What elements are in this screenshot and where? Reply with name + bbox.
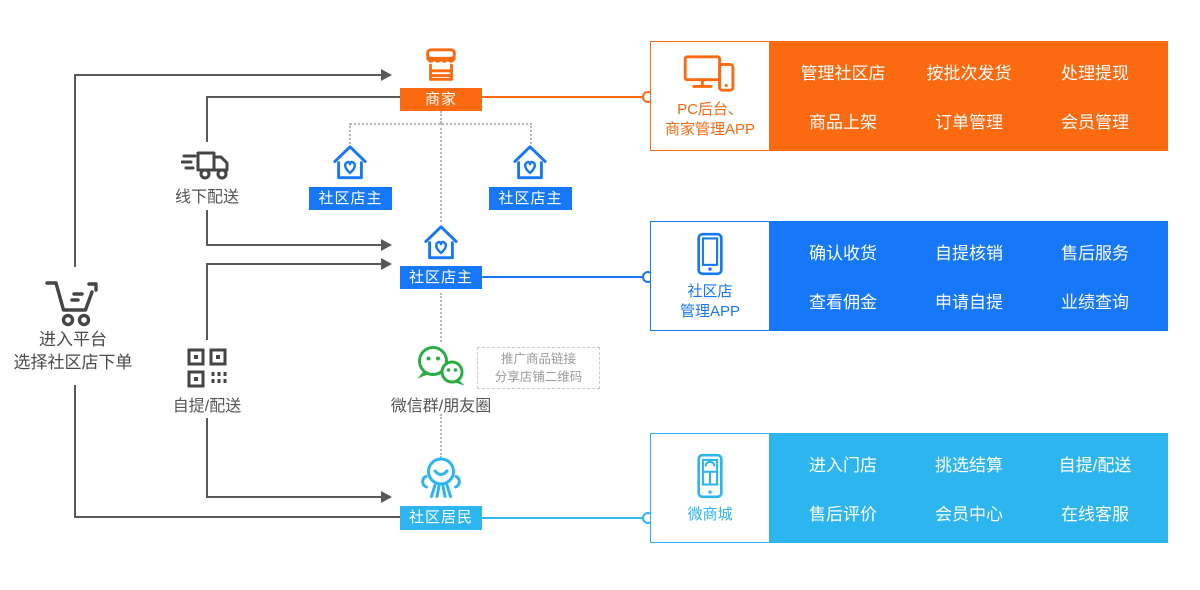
house-heart-icon <box>424 225 458 260</box>
house-heart-icon <box>513 145 547 180</box>
flow-line <box>74 74 381 76</box>
dotted-line <box>440 414 442 458</box>
owner-app-panel-head: 社区店 管理APP <box>650 221 770 331</box>
panel-item: 查看佣金 <box>809 293 877 312</box>
store-icon <box>426 48 456 81</box>
entry-label: 进入平台 选择社区店下单 <box>0 328 146 374</box>
flow-line <box>74 74 76 267</box>
wechat-icon <box>417 346 465 386</box>
owner-top-left-badge: 社区店主 <box>309 187 392 210</box>
mall-panel-items: 进入门店 挑选结算 自提/配送 售后评价 会员中心 在线客服 <box>770 433 1168 543</box>
merchant-panel: PC后台、 商家管理APP 管理社区店 按批次发货 处理提现 商品上架 订单管理… <box>650 41 1168 151</box>
arrow-icon <box>381 491 392 503</box>
panel-item: 会员管理 <box>1061 113 1129 132</box>
panel-title-line: 社区店 <box>687 282 733 300</box>
panel-title-line: 微商城 <box>687 505 733 523</box>
truck-icon <box>181 151 229 180</box>
arrow-icon <box>381 258 392 270</box>
merchant-panel-items: 管理社区店 按批次发货 处理提现 商品上架 订单管理 会员管理 <box>770 41 1168 151</box>
panel-item: 申请自提 <box>935 293 1003 312</box>
panel-item: 处理提现 <box>1061 64 1129 83</box>
panel-item: 按批次发货 <box>926 64 1012 83</box>
panel-item: 自提/配送 <box>1058 456 1132 475</box>
panel-item: 自提核销 <box>935 244 1003 263</box>
panel-item: 订单管理 <box>935 113 1003 132</box>
merchant-panel-head: PC后台、 商家管理APP <box>650 41 770 151</box>
connector-line <box>482 96 643 98</box>
entry-label-line1: 进入平台 <box>39 330 107 349</box>
merchant-badge: 商家 <box>400 88 482 111</box>
connector-line <box>482 517 643 519</box>
wechat-label: 微信群/朋友圈 <box>390 398 492 415</box>
owner-app-panel: 社区店 管理APP 确认收货 自提核销 售后服务 查看佣金 申请自提 业绩查询 <box>650 221 1168 331</box>
pickup-delivery-label: 自提/配送 <box>172 398 242 415</box>
panel-title-line: 管理APP <box>679 302 740 320</box>
mall-panel: 微商城 进入门店 挑选结算 自提/配送 售后评价 会员中心 在线客服 <box>650 433 1168 543</box>
owner-app-panel-items: 确认收货 自提核销 售后服务 查看佣金 申请自提 业绩查询 <box>770 221 1168 331</box>
flow-line <box>74 516 400 518</box>
panel-item: 业绩查询 <box>1061 293 1129 312</box>
dotted-line <box>440 111 442 123</box>
panel-item: 售后服务 <box>1061 244 1129 263</box>
offline-delivery-label: 线下配送 <box>174 189 239 206</box>
panel-item: 会员中心 <box>935 505 1003 524</box>
merchant-panel-title: PC后台、 商家管理APP <box>665 100 755 140</box>
dotted-line <box>349 123 351 144</box>
pc-and-phone-icon <box>683 54 735 92</box>
wechat-note: 推广商品链接 分享店铺二维码 <box>477 347 600 389</box>
panel-item: 商品上架 <box>809 113 877 132</box>
mall-panel-head: 微商城 <box>650 433 770 543</box>
flow-line <box>206 244 381 246</box>
panel-item: 进入门店 <box>809 456 877 475</box>
flow-line <box>206 263 208 340</box>
qr-code-icon <box>187 348 227 388</box>
panel-title-line: 商家管理APP <box>664 120 755 138</box>
dotted-line <box>440 293 442 342</box>
owner-app-panel-title: 社区店 管理APP <box>680 282 740 322</box>
panel-item: 确认收货 <box>809 244 877 263</box>
connector-line <box>482 276 643 278</box>
arrow-icon <box>381 69 392 81</box>
flow-line <box>206 96 400 98</box>
flow-line <box>74 385 76 518</box>
resident-icon <box>421 457 461 498</box>
panel-item: 管理社区店 <box>800 64 886 83</box>
entry-label-line2: 选择社区店下单 <box>13 353 133 372</box>
house-heart-icon <box>333 145 367 180</box>
flow-line <box>206 418 208 498</box>
owner-top-right-badge: 社区店主 <box>489 187 572 210</box>
panel-item: 挑选结算 <box>935 456 1003 475</box>
wechat-note-line1: 推广商品链接 <box>500 352 576 366</box>
resident-badge: 社区居民 <box>400 506 482 530</box>
phone-icon <box>697 232 723 275</box>
flow-line <box>206 263 381 265</box>
dotted-line <box>530 123 532 144</box>
panel-item: 在线客服 <box>1061 505 1129 524</box>
mall-panel-title: 微商城 <box>687 505 732 525</box>
cart-icon <box>45 281 98 327</box>
panel-item: 售后评价 <box>809 505 877 524</box>
flow-line <box>206 210 208 246</box>
arrow-icon <box>381 239 392 251</box>
dotted-line <box>440 123 442 222</box>
panel-title-line: PC后台、 <box>677 100 743 118</box>
flow-line <box>206 496 381 498</box>
wechat-note-line2: 分享店铺二维码 <box>494 370 583 384</box>
flow-line <box>206 96 208 142</box>
mall-phone-icon <box>697 453 723 498</box>
owner-mid-badge: 社区店主 <box>400 266 482 289</box>
